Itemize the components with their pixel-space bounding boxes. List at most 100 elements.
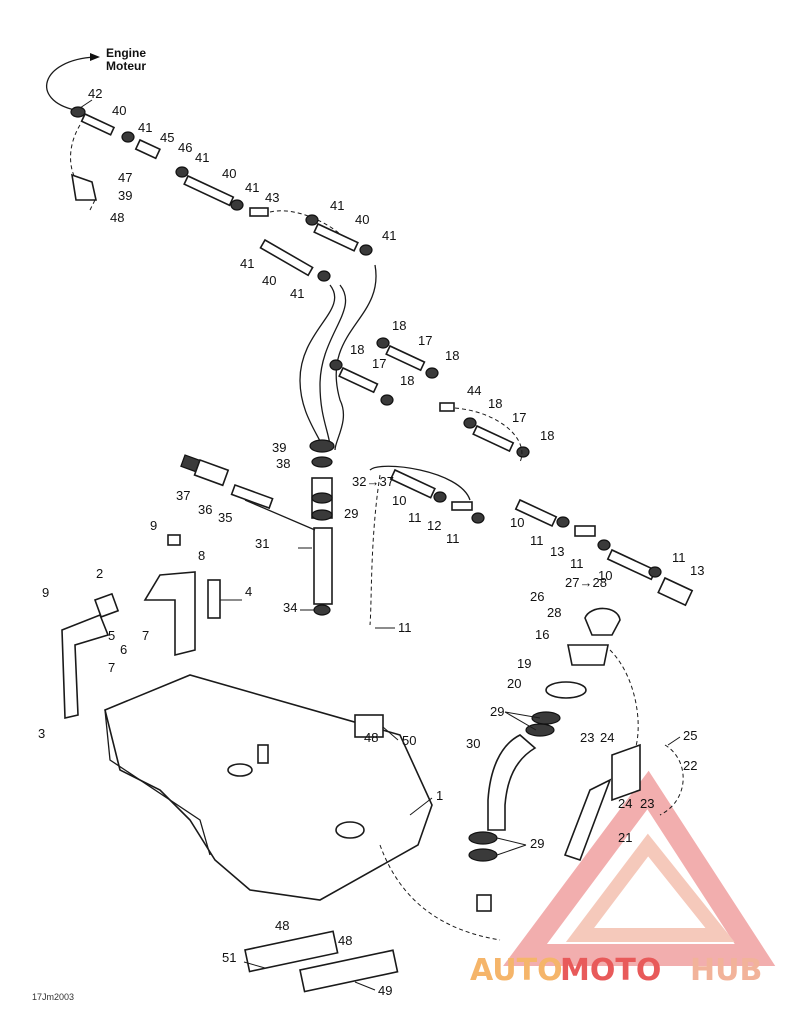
callout: 8 [198,548,205,563]
callout: 26 [530,589,544,604]
svg-text:HUB: HUB [690,953,762,988]
callout: 25 [683,728,697,743]
arrow-head-icon [90,53,100,61]
callout: 9 [150,518,157,533]
callout: 6 [120,642,127,657]
vent-hose [334,264,377,451]
callout: 24 [600,730,614,745]
callout: 40 [112,103,126,118]
top-fuel-line [70,106,373,282]
callout: 17 [418,333,432,348]
right-fuel-line [369,465,694,626]
callout: 17 [512,410,526,425]
watermark-text: AUTO MOTO HUB [470,953,762,988]
callout: 13 [550,544,564,559]
callout: 45 [160,130,174,145]
callout: 11 [672,550,686,565]
callout: 41 [138,120,152,135]
engine-arrow [46,56,96,111]
callout: 48 [275,918,289,933]
callout: 44 [467,383,481,398]
callout: 5 [108,628,115,643]
callout: 18 [445,348,459,363]
callout: 10 [392,493,406,508]
callout: 2 [96,566,103,581]
moteur-label: Moteur [106,59,146,73]
callout: 18 [540,428,554,443]
leader-lines [79,99,681,991]
callout: 4 [245,584,252,599]
callout: 7 [108,660,115,675]
callout: 7 [142,628,149,643]
callout: 41 [240,256,254,271]
callout: 19 [517,656,531,671]
callout: 40 [262,273,276,288]
mid-fuel-line [329,337,530,463]
callout: 28 [547,605,561,620]
callout: 12 [427,518,441,533]
callout: 3 [38,726,45,741]
callout: 48 [338,933,352,948]
callout: 10 [598,568,612,583]
engine-label: Engine [106,46,146,60]
callout: 31 [255,536,269,551]
callout: 41 [195,150,209,165]
callout: 34 [283,600,297,615]
callout: 41 [382,228,396,243]
callout: 18 [488,396,502,411]
callout-labels: 42 40 41 45 46 41 40 47 39 48 41 43 41 4… [38,86,704,998]
callout: 41 [290,286,304,301]
callout: 38 [276,456,290,471]
callout: 11 [408,510,422,525]
callout: 11 [530,533,544,548]
callout: 27→28 [565,575,607,590]
callout: 39 [118,188,132,203]
fuel-pickup-assembly [180,439,335,616]
callout: 1 [436,788,443,803]
callout: 13 [690,563,704,578]
callout: 20 [507,676,521,691]
skid-plates [244,714,399,993]
callout: 51 [222,950,236,965]
callout: 22 [683,758,697,773]
callout: 42 [88,86,102,101]
svg-text:MOTO: MOTO [560,953,661,988]
callout: 30 [466,736,480,751]
callout: 11 [446,531,460,546]
callout: 17 [372,356,386,371]
callout: 48 [110,210,124,225]
callout: 49 [378,983,392,998]
callout: 48 [364,730,378,745]
figure-code: 17Jm2003 [32,992,74,1002]
tank-straps [61,534,221,719]
callout: 46 [178,140,192,155]
callout: 41 [245,180,259,195]
callout: 41 [330,198,344,213]
callout: 32→37 [352,474,394,489]
svg-text:AUTO: AUTO [470,953,563,988]
callout: 35 [218,510,232,525]
filler-neck-assembly [468,607,684,912]
callout: 37 [176,488,190,503]
supply-hose [299,284,336,446]
callout: 40 [355,212,369,227]
callout: 29 [490,704,504,719]
fuel-tank [104,674,501,941]
callout: 18 [350,342,364,357]
callout: 47 [118,170,132,185]
watermark-logo [503,770,776,966]
callout: 11 [398,620,412,635]
callout: 23 [580,730,594,745]
callout: 43 [265,190,279,205]
callout: 18 [400,373,414,388]
callout: 29 [530,836,544,851]
callout: 21 [618,830,632,845]
callout: 18 [392,318,406,333]
callout: 39 [272,440,286,455]
callout: 36 [198,502,212,517]
callout: 23 [640,796,654,811]
callout: 24 [618,796,632,811]
callout: 29 [344,506,358,521]
callout: 50 [402,733,416,748]
